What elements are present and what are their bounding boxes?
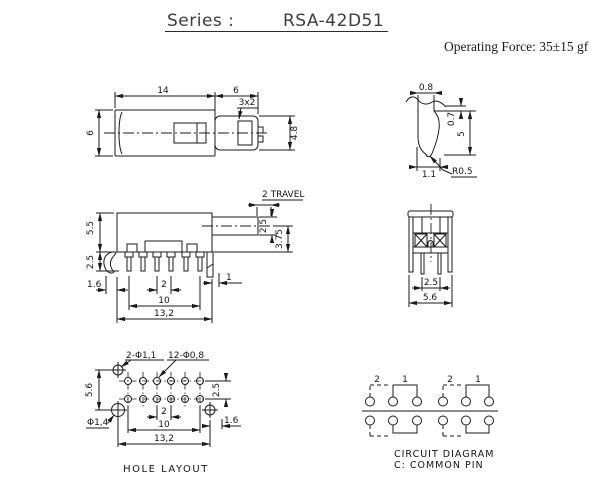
- dim-tip-width: 0.8: [419, 83, 434, 93]
- front-body-outline: [116, 212, 213, 253]
- dim-left-offset: 1.6: [87, 280, 102, 290]
- side-pin: [437, 252, 442, 275]
- hole-layout-view: 2-Φ1,1 12-Φ0,8 Φ1,4 5.6 2.5 2: [85, 351, 241, 475]
- mount-holes: [109, 362, 218, 419]
- front-view: 2 TRAVEL 5.5 2.5 1.6 2 10: [86, 190, 304, 323]
- dim-right-offset: 1: [226, 273, 232, 283]
- dim-travel: 2 TRAVEL: [262, 190, 304, 200]
- radius-leader: [429, 155, 453, 175]
- pin-holes: [119, 372, 209, 408]
- dim-hole-pitch: 2: [161, 407, 167, 417]
- dim-slot-size: 3x2: [239, 98, 256, 108]
- dim-hole-span: 10: [158, 420, 170, 430]
- dim-base-width: 1.1: [422, 170, 436, 180]
- series-label: Series :: [167, 11, 235, 31]
- title-underline: [165, 31, 388, 32]
- label-position-2: 2: [447, 375, 453, 385]
- dim-side-width: 5.6: [423, 293, 438, 303]
- top-view: 14 6 3x2 6 4.8: [86, 86, 300, 157]
- side-top-cap: [407, 210, 454, 218]
- dim-detail-height: 5: [457, 131, 467, 137]
- circuit-note: C: COMMON PIN: [394, 460, 484, 471]
- dim-stem-height: 2.5: [259, 219, 269, 233]
- hole-layout-caption: HOLE LAYOUT: [123, 464, 209, 475]
- left-mount-leg: [103, 251, 117, 274]
- terminal-pins: [124, 251, 205, 272]
- label-position-1: 1: [475, 375, 481, 385]
- label-big-hole: Φ1,4: [87, 418, 109, 428]
- series-value: RSA-42D51: [283, 11, 385, 31]
- dim-stem-drop: 3.75: [275, 229, 285, 249]
- dim-front-body-height: 5.5: [86, 221, 96, 235]
- knob-profile-left: [417, 100, 428, 156]
- dim-knob-height: 4.8: [290, 126, 300, 141]
- dim-knob-length: 6: [233, 86, 239, 96]
- circuit-pins-bottom: [365, 415, 494, 426]
- dim-total-width: 13,2: [154, 309, 174, 319]
- side-view: 2.5 5.6: [407, 204, 454, 307]
- dim-leg-length: 2.5: [86, 255, 96, 269]
- circuit-diagram: 2 1 2 1 CIRCUIT DIAGRAM C: COMMON PIN: [362, 375, 498, 471]
- dim-side-pin-spacing: 2.5: [424, 278, 438, 288]
- dim-body-length: 14: [157, 86, 169, 96]
- side-right-leg: [447, 216, 453, 273]
- dim-body-height: 6: [86, 130, 96, 136]
- label-mount-holes: 2-Φ1,1: [126, 351, 156, 361]
- dim-step: 0.7: [447, 112, 457, 126]
- label-position-1: 1: [402, 375, 408, 385]
- dim-hole-total-width: 13,2: [154, 434, 174, 444]
- dim-row-spacing: 2.5: [212, 383, 222, 397]
- dim-edge-offset: 1.6: [224, 416, 239, 426]
- circuit-pins-top: [365, 396, 494, 407]
- dim-pin-span: 10: [158, 296, 170, 306]
- circuit-caption: CIRCUIT DIAGRAM: [394, 449, 495, 460]
- label-position-2: 2: [374, 375, 380, 385]
- dim-hole-height: 5.6: [85, 383, 95, 398]
- side-left-leg: [408, 216, 414, 273]
- side-pin: [420, 252, 425, 275]
- knob-detail-view: 0.8 0.7 5 1.1 R0.5: [405, 83, 477, 180]
- dim-pin-pitch: 2: [161, 280, 167, 290]
- knob-tip-tab: [257, 135, 264, 143]
- operating-force-note: Operating Force: 35±15 gf: [444, 39, 589, 54]
- dim-radius: R0.5: [452, 167, 473, 177]
- knob-tip-tab: [257, 126, 264, 134]
- knob-profile-right: [425, 110, 440, 158]
- break-line: [405, 96, 447, 108]
- label-pin-holes: 12-Φ0,8: [168, 351, 204, 361]
